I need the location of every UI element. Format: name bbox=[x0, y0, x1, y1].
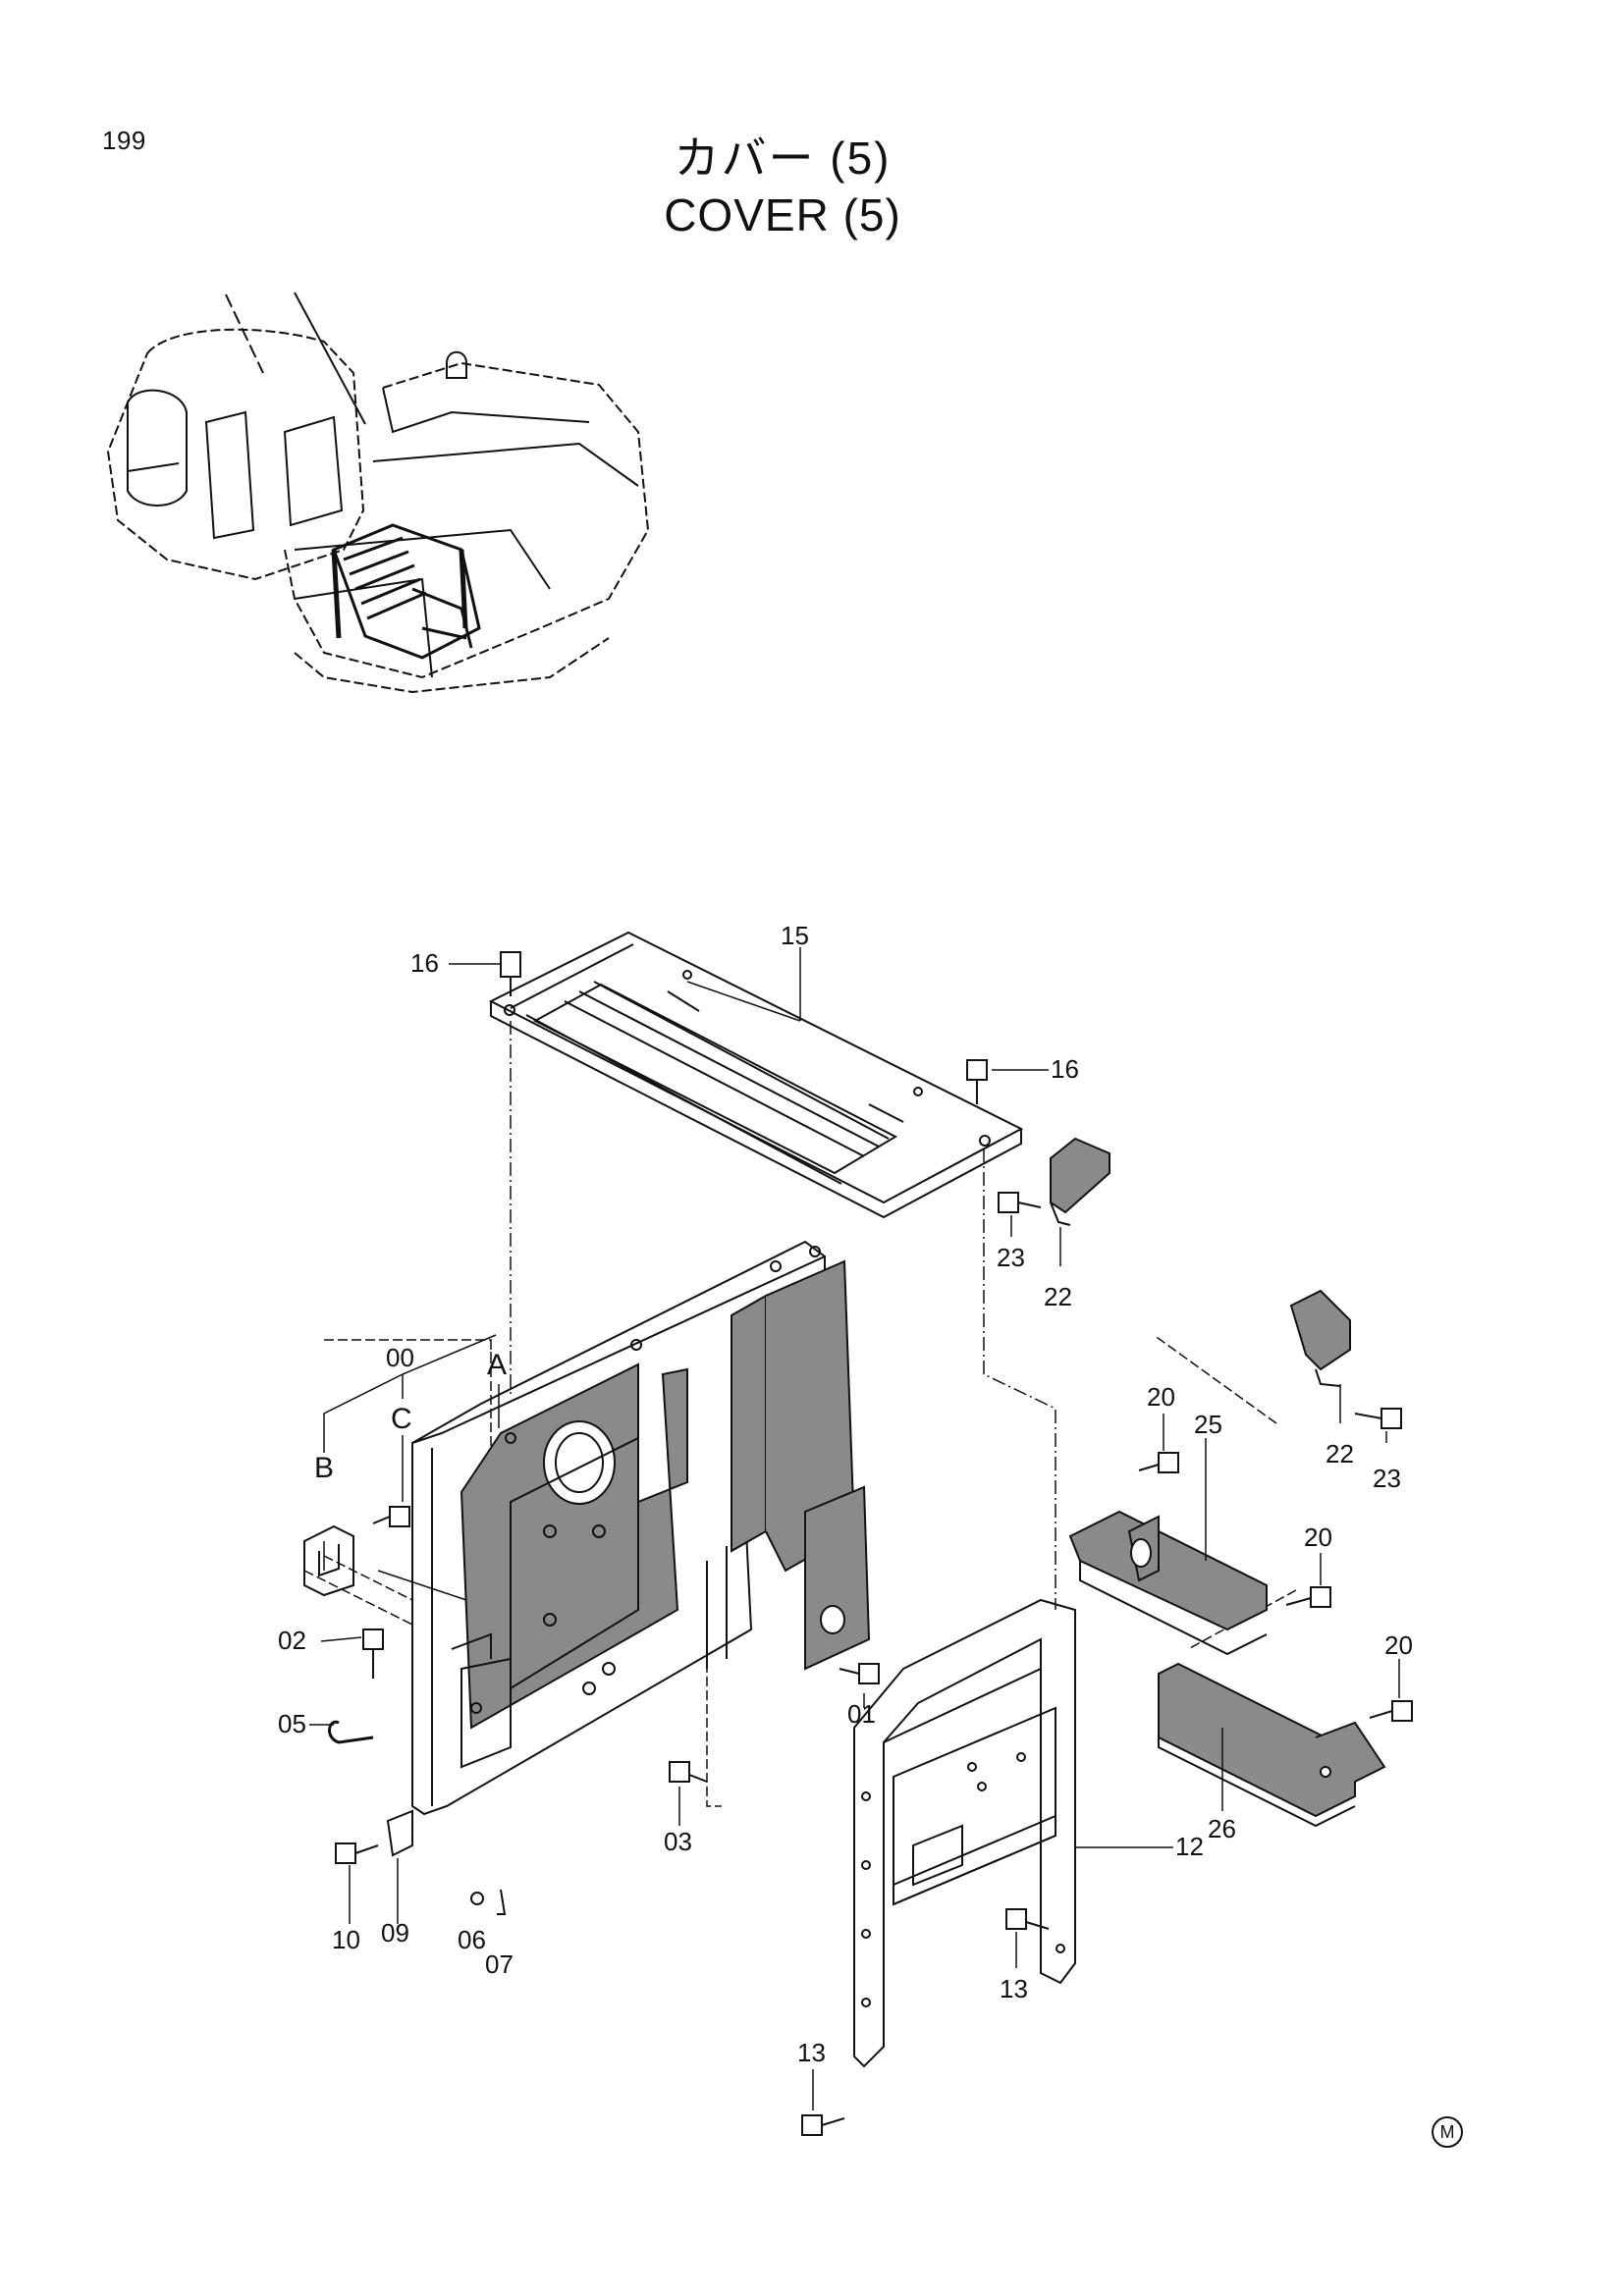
callout-01: 01 bbox=[847, 1699, 876, 1729]
callout-b: B bbox=[314, 1452, 334, 1484]
bolt-10 bbox=[335, 1842, 379, 1864]
bolt-16a bbox=[500, 951, 521, 996]
callout-16a: 16 bbox=[410, 948, 439, 978]
callout-13a: 13 bbox=[1000, 1974, 1028, 2003]
bolt-23a bbox=[998, 1192, 1042, 1213]
bolt-01 bbox=[839, 1663, 880, 1684]
callout-22b: 22 bbox=[1326, 1439, 1354, 1468]
washer-06 bbox=[470, 1892, 484, 1905]
bracket-b bbox=[303, 1524, 354, 1597]
callout-16b: 16 bbox=[1051, 1054, 1079, 1084]
bracket-26 bbox=[1158, 1662, 1386, 1828]
callout-10: 10 bbox=[332, 1925, 360, 1954]
bolts bbox=[335, 951, 1413, 2136]
callout-12: 12 bbox=[1175, 1832, 1204, 1861]
callout-02: 02 bbox=[278, 1626, 306, 1655]
leader-lines bbox=[309, 947, 1400, 2110]
title-block: カバー (5) COVER (5) bbox=[0, 130, 1624, 243]
callout-c: C bbox=[391, 1403, 412, 1435]
callout-labels: 15 16 16 23 22 00 A C B 20 25 20 20 22 2… bbox=[278, 921, 1413, 2067]
callout-15: 15 bbox=[781, 921, 809, 950]
callout-05: 05 bbox=[278, 1709, 306, 1738]
bolt-20c bbox=[1369, 1700, 1413, 1722]
bolt-c bbox=[372, 1506, 410, 1527]
callout-09: 09 bbox=[381, 1918, 409, 1948]
callout-20c: 20 bbox=[1384, 1630, 1413, 1660]
circled-m-icon: M bbox=[1432, 2116, 1463, 2148]
bolt-16b bbox=[966, 1059, 988, 1104]
bracket-25 bbox=[1068, 1510, 1268, 1656]
callout-13b: 13 bbox=[797, 2038, 826, 2067]
callout-00: 00 bbox=[386, 1343, 414, 1372]
clip-22-lower bbox=[1289, 1289, 1351, 1387]
side-frame bbox=[853, 1598, 1076, 2068]
bolt-20b bbox=[1285, 1586, 1331, 1608]
callout-20b: 20 bbox=[1304, 1522, 1332, 1552]
clip-22-upper bbox=[1050, 1137, 1110, 1226]
callout-07: 07 bbox=[485, 1949, 514, 1979]
title-english: COVER (5) bbox=[664, 189, 901, 240]
pin-05 bbox=[328, 1720, 374, 1744]
excavator-overview-illustration bbox=[106, 292, 650, 694]
bolt-13b bbox=[801, 2114, 845, 2136]
title-japanese: カバー (5) bbox=[674, 133, 892, 184]
callout-06: 06 bbox=[458, 1925, 486, 1954]
callout-26: 26 bbox=[1208, 1814, 1236, 1843]
callout-03: 03 bbox=[664, 1827, 692, 1856]
callout-23a: 23 bbox=[997, 1243, 1025, 1272]
side-panel-assembly bbox=[411, 1240, 871, 1816]
callout-20a: 20 bbox=[1147, 1382, 1175, 1412]
bolt-03 bbox=[669, 1761, 708, 1783]
callout-22a: 22 bbox=[1044, 1282, 1072, 1311]
bolt-20a bbox=[1138, 1452, 1179, 1473]
bolt-23b bbox=[1354, 1408, 1402, 1429]
bolt-02 bbox=[362, 1629, 384, 1679]
bolt-13a bbox=[1005, 1908, 1050, 1930]
callout-23b: 23 bbox=[1373, 1464, 1401, 1493]
top-grille-cover bbox=[488, 931, 1024, 1219]
callout-25: 25 bbox=[1194, 1410, 1222, 1439]
plate-09 bbox=[386, 1809, 413, 1857]
cotter-07 bbox=[497, 1889, 507, 1915]
page-number: 199 bbox=[102, 126, 146, 155]
callout-a: A bbox=[487, 1349, 507, 1381]
